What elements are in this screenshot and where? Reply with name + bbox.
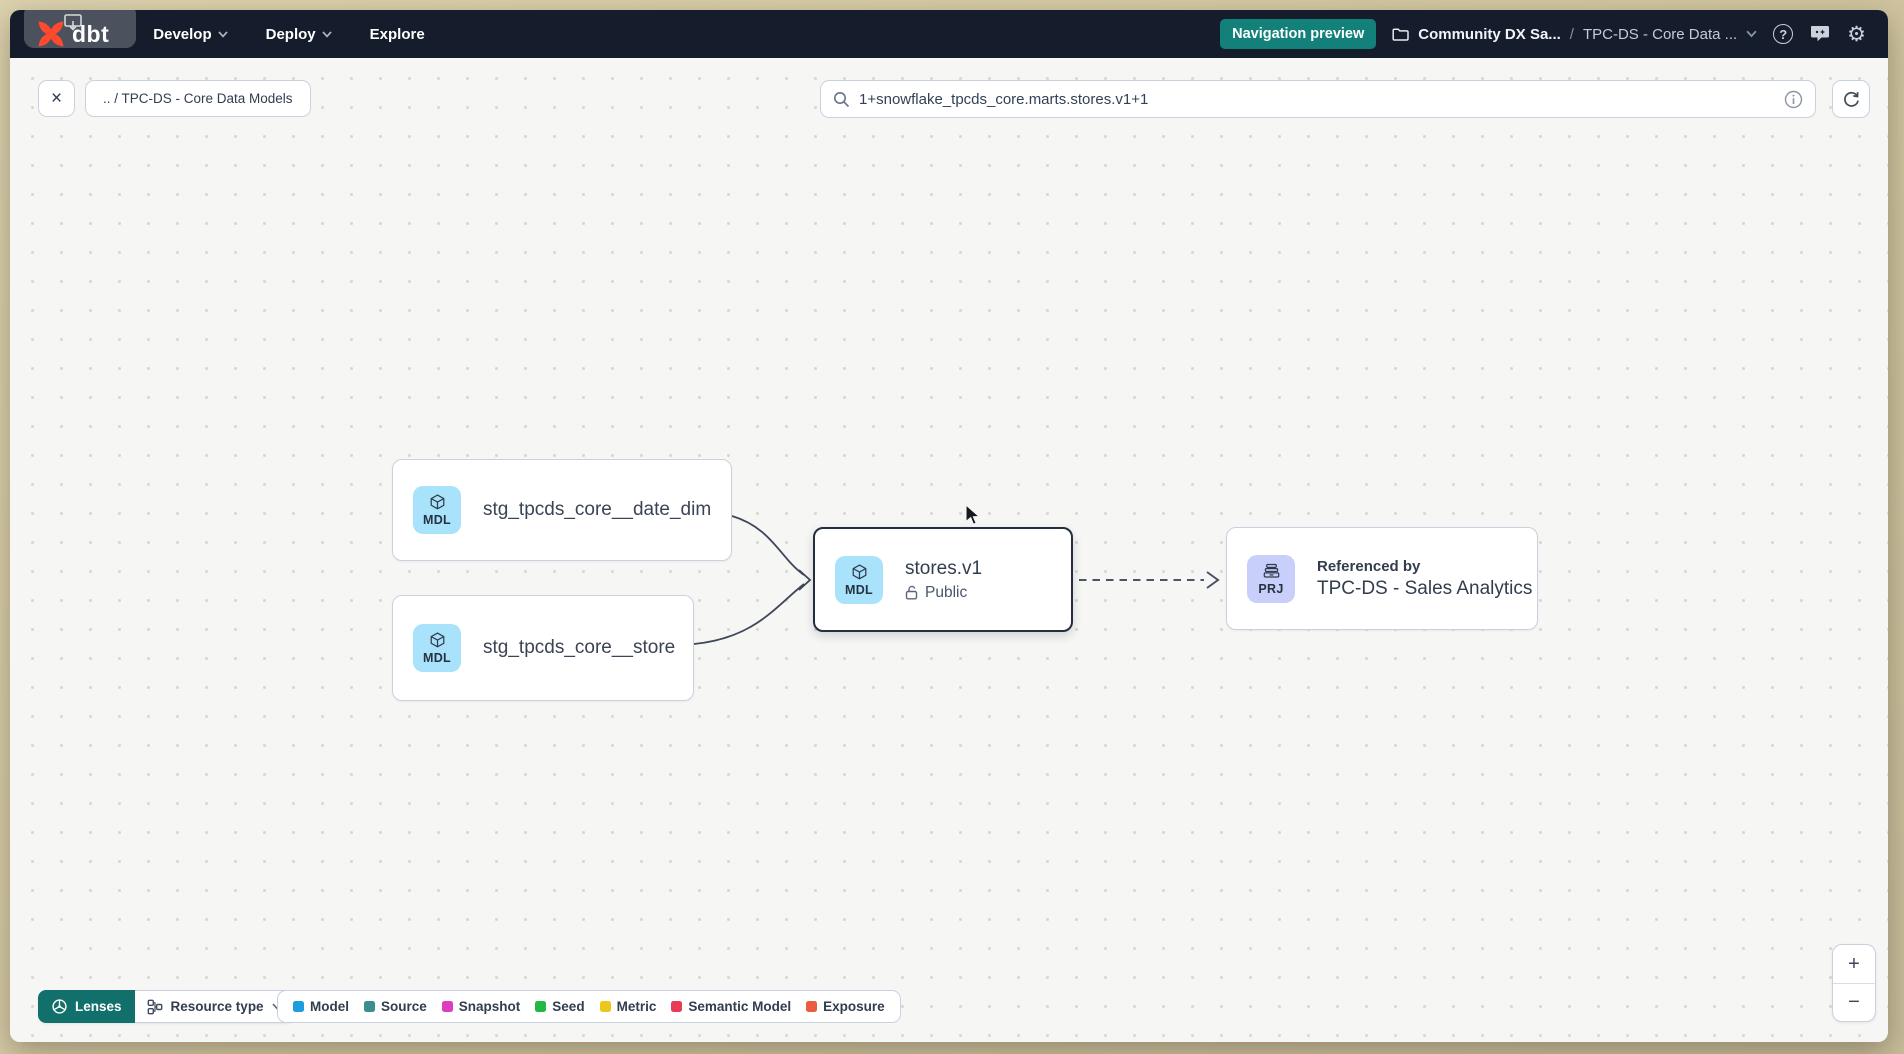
resource-type-dropdown[interactable]: Resource type <box>134 990 295 1023</box>
breadcrumb-project[interactable]: TPC-DS - Core Data ... <box>1582 25 1738 43</box>
legend-item-seed: Seed <box>535 999 585 1014</box>
legend-swatch <box>293 1001 304 1012</box>
menu-item-explore[interactable]: Explore <box>370 26 425 43</box>
zoom-in-button[interactable]: + <box>1848 952 1860 975</box>
chevron-down-icon <box>322 30 332 38</box>
legend-label: Source <box>381 999 427 1014</box>
access-row: Public <box>905 584 982 602</box>
lineage-breadcrumb-chip[interactable]: .. / TPC-DS - Core Data Models <box>85 80 311 117</box>
stacked-drawers-icon <box>1263 563 1279 578</box>
legend-label: Exposure <box>823 999 885 1014</box>
breadcrumb-account[interactable]: Community DX Sa... <box>1418 25 1561 43</box>
lens-aperture-icon <box>52 999 67 1014</box>
cube-icon <box>852 563 866 579</box>
chevron-down-icon <box>217 30 228 38</box>
legend-item-metric: Metric <box>599 999 657 1014</box>
menu-item-label: Deploy <box>265 25 316 43</box>
badge-label: PRJ <box>1258 581 1284 596</box>
lineage-search-bar <box>820 80 1816 118</box>
node-kicker: Referenced by <box>1317 557 1421 575</box>
close-lineage-button[interactable]: × <box>38 80 75 117</box>
refresh-icon <box>1843 91 1859 107</box>
access-label: Public <box>925 583 968 601</box>
zoom-controls: + − <box>1832 944 1876 1022</box>
badge-label: MDL <box>423 513 451 527</box>
info-icon[interactable] <box>1784 90 1803 109</box>
legend-label: Seed <box>552 999 585 1014</box>
cube-icon <box>430 494 444 510</box>
node-label: stg_tpcds_core__store <box>483 637 676 658</box>
menu-item-deploy[interactable]: Deploy <box>266 26 332 43</box>
model-node-stores-v1-selected[interactable]: MDL stores.v1 Public <box>813 527 1073 632</box>
referenced-by-project-node[interactable]: PRJ Referenced by TPC-DS - Sales Analyti… <box>1226 527 1538 630</box>
brand-text: dbt <box>72 20 110 47</box>
chevron-down-icon[interactable] <box>1746 30 1757 38</box>
legend-label: Snapshot <box>458 999 521 1014</box>
legend-swatch <box>535 1001 547 1012</box>
menu-item-label: Explore <box>369 25 425 43</box>
mouse-cursor <box>965 504 981 526</box>
refresh-lineage-button[interactable] <box>1832 80 1870 118</box>
top-navbar: dbt Develop Deploy Explore Nav <box>10 10 1888 58</box>
legend-swatch <box>441 1001 453 1012</box>
legend-item-source: Source <box>364 999 427 1014</box>
lineage-canvas[interactable]: × .. / TPC-DS - Core Data Models <box>10 58 1888 1042</box>
legend-label: Semantic Model <box>688 999 792 1014</box>
graph-nodes-icon <box>147 999 162 1014</box>
feedback-icon[interactable] <box>1809 24 1831 44</box>
dbt-logo-icon <box>38 21 64 47</box>
lenses-button[interactable]: Lenses <box>38 990 135 1023</box>
legend-swatch <box>364 1001 375 1012</box>
node-text-block: Referenced by TPC-DS - Sales Analytics <box>1317 558 1532 600</box>
model-badge: MDL <box>835 555 883 604</box>
model-badge: MDL <box>413 624 461 672</box>
legend-swatch <box>671 1001 683 1012</box>
legend-swatch <box>599 1001 611 1012</box>
edge-arrowhead <box>1206 571 1220 589</box>
legend-label: Metric <box>616 999 657 1014</box>
lenses-label: Lenses <box>75 999 122 1014</box>
cube-icon <box>430 632 444 648</box>
resource-type-label: Resource type <box>170 999 264 1014</box>
legend-item-exposure: Exposure <box>806 999 885 1014</box>
node-text-block: stores.v1 Public <box>905 558 982 602</box>
legend-item-model: Model <box>293 999 349 1014</box>
badge-label: MDL <box>845 582 873 597</box>
node-label: stg_tpcds_core__date_dim <box>483 499 712 520</box>
breadcrumb-separator: / <box>1569 25 1574 43</box>
lenses-control-group: Lenses Resource type <box>38 990 295 1023</box>
navbar-right: Navigation preview Community DX Sa... / … <box>1220 19 1866 49</box>
app-window: dbt Develop Deploy Explore Nav <box>10 10 1888 1042</box>
badge-label: MDL <box>423 651 451 665</box>
legend-item-snapshot: Snapshot <box>441 999 521 1014</box>
project-breadcrumb[interactable]: Community DX Sa... / TPC-DS - Core Data … <box>1392 26 1757 43</box>
legend-swatch <box>806 1001 818 1012</box>
legend-item-semantic-model: Semantic Model <box>671 999 791 1014</box>
resource-type-legend: Model Source Snapshot Seed Metric Semant… <box>277 990 901 1023</box>
model-node-store[interactable]: MDL stg_tpcds_core__store <box>392 595 694 701</box>
project-badge: PRJ <box>1247 554 1295 603</box>
node-title: stores.v1 <box>905 557 983 579</box>
monitor-cast-icon <box>64 14 82 31</box>
settings-gear-icon[interactable]: ⚙ <box>1847 22 1866 46</box>
edge-arrowhead <box>798 569 812 591</box>
legend-label: Model <box>310 999 349 1014</box>
help-icon[interactable]: ? <box>1773 24 1794 44</box>
selector-input[interactable] <box>859 90 1775 108</box>
main-menu: Develop Deploy Explore <box>153 26 424 43</box>
zoom-out-button[interactable]: − <box>1833 983 1875 1021</box>
navigation-preview-badge[interactable]: Navigation preview <box>1220 19 1377 49</box>
node-title: TPC-DS - Sales Analytics <box>1317 577 1533 599</box>
search-icon <box>834 91 850 107</box>
model-badge: MDL <box>413 486 461 534</box>
menu-item-label: Develop <box>153 25 212 43</box>
dbt-logo[interactable]: dbt <box>36 19 109 49</box>
model-node-date-dim[interactable]: MDL stg_tpcds_core__date_dim <box>392 459 732 561</box>
menu-item-develop[interactable]: Develop <box>153 25 228 43</box>
folder-icon <box>1392 27 1410 41</box>
unlock-icon <box>905 585 918 600</box>
